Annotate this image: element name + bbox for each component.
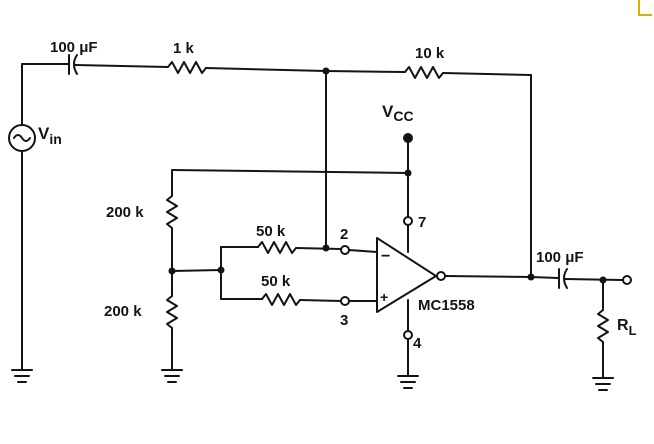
output-capacitor: [530, 268, 632, 289]
label-pin-3: 3: [340, 312, 348, 329]
input-resistor: [167, 61, 327, 74]
label-pin-7: 7: [418, 214, 426, 231]
label-pin-2: 2: [340, 226, 348, 243]
label-vin: Vin: [38, 124, 62, 147]
junction-inverting: [322, 244, 330, 252]
divider-top-resistor: [166, 169, 178, 297]
noninverting-resistor: [220, 293, 378, 306]
label-rl: RL: [617, 317, 637, 338]
label-r-div-top: 200 k: [106, 204, 144, 221]
label-r-div-bot: 200 k: [104, 303, 142, 320]
label-r-in: 1 k: [173, 40, 195, 57]
input-capacitor: [21, 54, 169, 75]
label-r-noninv: 50 k: [261, 273, 291, 290]
label-minus: −: [381, 248, 390, 265]
load-resistor: [592, 279, 614, 391]
ground-vin: [11, 369, 33, 383]
label-opamp: MC1558: [418, 297, 475, 314]
opamp-symbol: [376, 237, 532, 313]
vin-source: [8, 63, 36, 371]
divider-bottom-resistor: [166, 295, 178, 371]
label-pin-4: 4: [413, 335, 422, 352]
label-c-out: 100 μF: [536, 249, 584, 266]
vcc-rail: [171, 133, 413, 253]
label-plus: +: [380, 289, 388, 305]
label-r-fb: 10 k: [415, 45, 445, 62]
corner-frame: [638, 0, 652, 16]
pin4-ground: [397, 299, 419, 389]
inverting-resistor: [220, 241, 378, 255]
label-c-in: 100 μF: [50, 39, 98, 56]
label-vcc: VCC: [382, 102, 414, 124]
feedback-resistor: [325, 66, 532, 277]
label-r-inv: 50 k: [256, 223, 286, 240]
ground-divider: [161, 369, 183, 383]
wire-bias: [171, 269, 222, 272]
